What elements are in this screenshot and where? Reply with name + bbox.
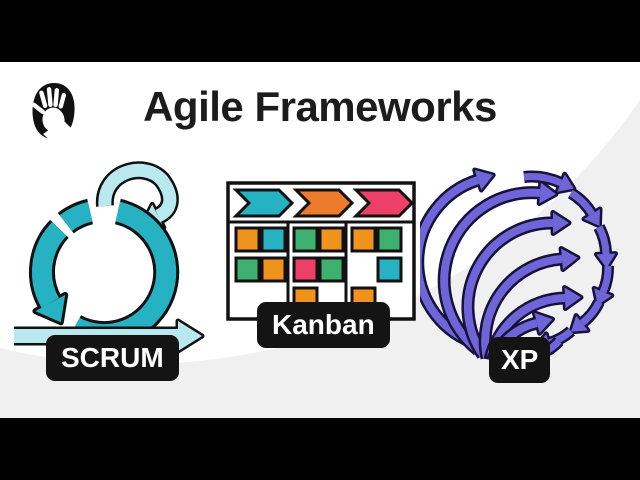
page-title: Agile Frameworks bbox=[143, 83, 497, 130]
illustration-stage: Agile Frameworks SCRUM Kanban XP bbox=[0, 62, 640, 418]
kanban-header-arrows bbox=[232, 188, 415, 218]
letterbox-bottom bbox=[0, 418, 640, 480]
letterbox-top bbox=[0, 0, 640, 62]
kanban-label: Kanban bbox=[257, 302, 390, 348]
scrum-label: SCRUM bbox=[46, 335, 179, 381]
xp-label: XP bbox=[489, 337, 551, 383]
hand-icon bbox=[31, 83, 75, 140]
kanban-board-icon bbox=[226, 181, 416, 321]
kanban-cards bbox=[234, 226, 403, 313]
